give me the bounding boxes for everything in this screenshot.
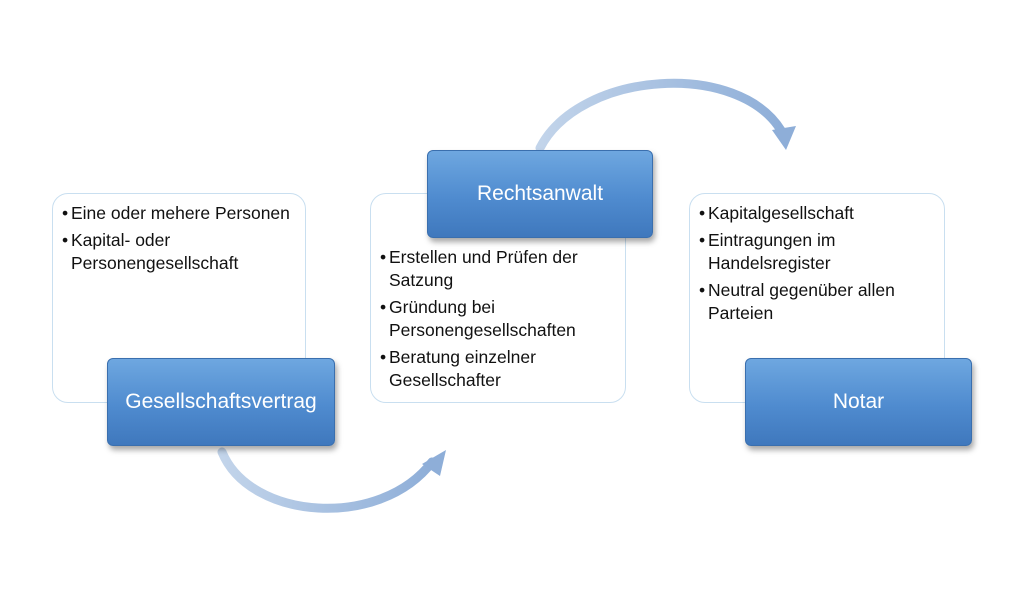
bullet-mark: • [380,247,387,267]
block-bullet-list: • Kapitalgesellschaft • Eintragungen im … [699,202,939,329]
bullet-item: • Gründung bei Personengesellschaften [380,296,620,342]
bullet-text: Neutral gegenüber allen Parteien [708,280,895,323]
bullet-text: Kapital- oder Personengesellschaft [71,230,239,273]
bullet-item: • Kapitalgesellschaft [699,202,939,225]
bullet-mark: • [380,297,387,317]
bullet-mark: • [699,230,706,250]
block-card-gesellschaftsvertrag: • Eine oder mehere Personen • Kapital- o… [52,193,306,403]
bullet-item: • Eintragungen im Handelsregister [699,229,939,275]
label-rechtsanwalt: Rechtsanwalt [427,150,653,238]
arrow-lower [217,447,446,513]
bullet-mark: • [380,347,387,367]
bullet-text: Gründung bei Personengesellschaften [389,297,576,340]
bullet-text: Eintragungen im Handelsregister [708,230,836,273]
block-bullet-list: • Erstellen und Prüfen der Satzung • Grü… [380,246,620,396]
bullet-mark: • [699,280,706,300]
bullet-text: Eine oder mehere Personen [71,203,290,223]
bullet-mark: • [62,203,69,223]
label-notar: Notar [745,358,972,446]
bullet-mark: • [699,203,706,223]
bullet-item: • Beratung einzelner Gesellschafter [380,346,620,392]
arrow-upper [535,78,796,153]
bullet-text: Beratung einzelner Gesellschafter [389,347,536,390]
bullet-item: • Eine oder mehere Personen [62,202,298,225]
bullet-item: • Erstellen und Prüfen der Satzung [380,246,620,292]
block-bullet-list: • Eine oder mehere Personen • Kapital- o… [62,202,298,279]
bullet-text: Erstellen und Prüfen der Satzung [389,247,578,290]
bullet-item: • Neutral gegenüber allen Parteien [699,279,939,325]
label-gesellschaftsvertrag: Gesellschaftsvertrag [107,358,335,446]
bullet-mark: • [62,230,69,250]
bullet-text: Kapitalgesellschaft [708,203,854,223]
bullet-item: • Kapital- oder Personengesellschaft [62,229,298,275]
